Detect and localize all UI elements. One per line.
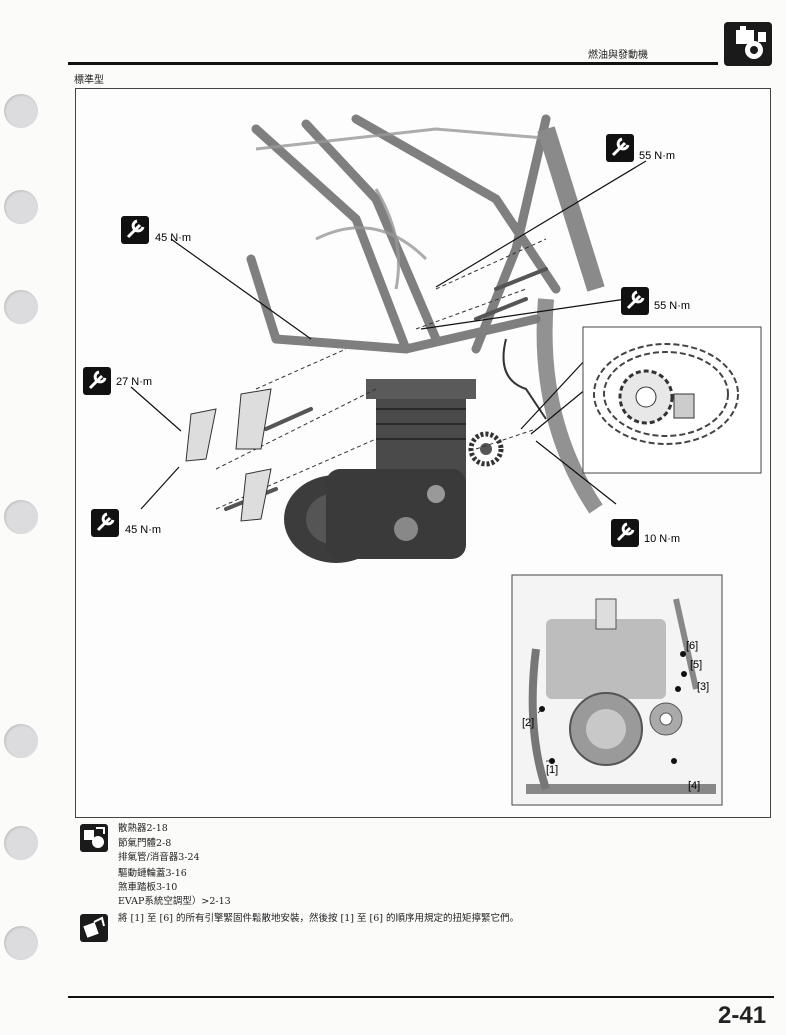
wrench-icon [121, 216, 149, 244]
inset-label: [4] [688, 780, 700, 792]
engine-section-icon [724, 22, 772, 66]
torque-label: 27 N·m [116, 376, 152, 388]
inset-label: [2] [522, 717, 534, 729]
engine-mount-figure: 55 N·m 45 N·m 55 N·m 27 N·m 45 N·m 10 N·… [75, 88, 771, 818]
torque-label: 45 N·m [155, 232, 191, 244]
binder-hole [4, 724, 38, 758]
torque-label: 45 N·m [125, 524, 161, 536]
wrench-icon [83, 367, 111, 395]
inset-label: [6] [686, 640, 698, 652]
inset-label: [1] [546, 764, 558, 776]
section-title: 燃油與發動機 [588, 50, 648, 61]
wrench-icon [606, 134, 634, 162]
binder-hole [4, 94, 38, 128]
wrench-icon [611, 519, 639, 547]
reference-item: EVAP系統空調型）>2-13 [118, 896, 231, 907]
reference-item: 節氣門體2-8 [118, 838, 172, 849]
header-rule [68, 62, 718, 65]
reference-item: 煞車踏板3-10 [118, 882, 178, 893]
footer-rule [68, 996, 774, 998]
reference-item: 排氣管/消音器3-24 [118, 852, 200, 863]
tightening-note: 將 [1] 至 [6] 的所有引擎緊固件鬆散地安裝，然後按 [1] 至 [6] … [118, 913, 519, 924]
installation-note-icon [80, 914, 108, 942]
inset-label: [5] [690, 659, 702, 671]
inset-label: [3] [697, 681, 709, 693]
variant-label: 標準型 [74, 75, 104, 86]
torque-label: 55 N·m [654, 300, 690, 312]
binder-hole [4, 290, 38, 324]
engine-mount-diagram: 55 N·m 45 N·m 55 N·m 27 N·m 45 N·m 10 N·… [83, 114, 762, 806]
binder-hole [4, 190, 38, 224]
wrench-icon [91, 509, 119, 537]
wrench-icon [621, 287, 649, 315]
removal-reference-icon [80, 824, 108, 852]
binder-hole [4, 926, 38, 960]
torque-label: 10 N·m [644, 533, 680, 545]
page-number: 2-41 [718, 1002, 767, 1029]
reference-item: 散熱器2-18 [118, 823, 168, 834]
binder-hole [4, 826, 38, 860]
binder-hole [4, 500, 38, 534]
torque-label: 55 N·m [639, 150, 675, 162]
reference-item: 驅動鏈輪蓋3-16 [118, 868, 187, 879]
